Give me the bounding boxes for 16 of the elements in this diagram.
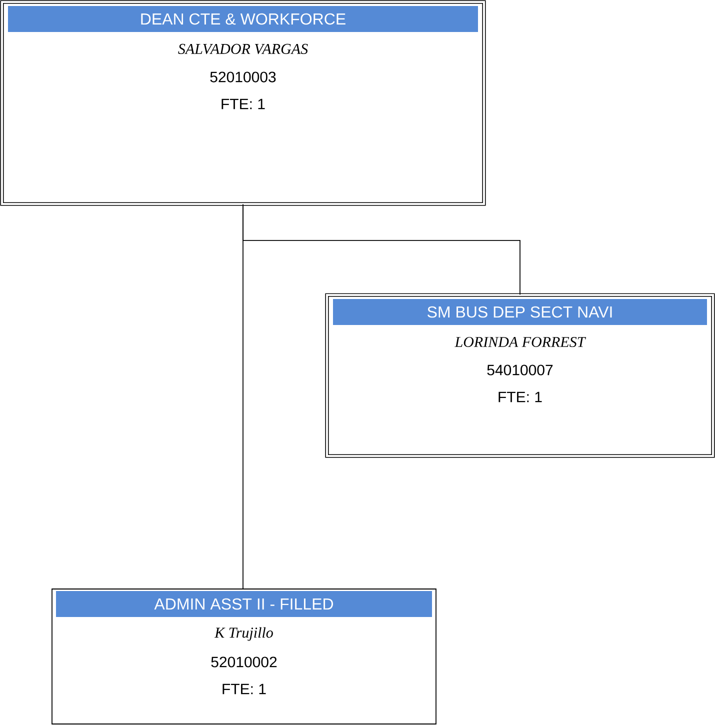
fte-label: FTE: 1 bbox=[222, 684, 266, 694]
fte-label: FTE: 1 bbox=[498, 392, 542, 402]
person-name: K Trujillo bbox=[214, 627, 273, 641]
position-box bbox=[52, 588, 436, 724]
person-name: SALVADOR VARGAS bbox=[178, 44, 308, 54]
position-number: 54010007 bbox=[487, 364, 553, 376]
title-bar: SM BUS DEP SECT NAVI bbox=[333, 299, 707, 325]
position-number: 52010002 bbox=[211, 656, 277, 668]
fte-label: FTE: 1 bbox=[222, 98, 265, 110]
person-name: LORINDA FORREST bbox=[454, 336, 586, 348]
title-bar: ADMIN ASST II - FILLED bbox=[56, 591, 432, 617]
connector-line bbox=[242, 204, 244, 589]
position-box bbox=[0, 0, 486, 206]
title-bar: DEAN CTE & WORKFORCE bbox=[8, 6, 478, 32]
position-box bbox=[325, 293, 715, 458]
position-number: 52010003 bbox=[210, 72, 276, 82]
